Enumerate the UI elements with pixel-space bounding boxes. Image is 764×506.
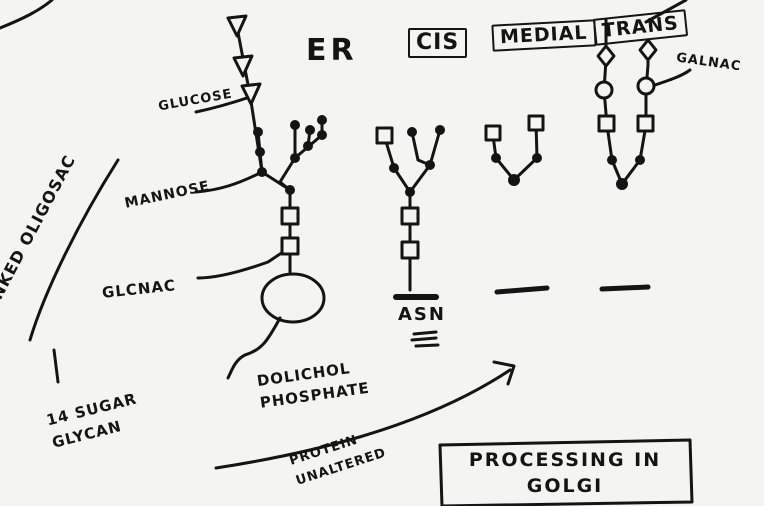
glcnac-pointer xyxy=(196,248,288,280)
glcnac-square-1 xyxy=(280,206,300,226)
processing-box-outline xyxy=(438,438,694,506)
compartment-label-medial: MEDIAL xyxy=(491,19,597,52)
medial-dash xyxy=(494,285,550,295)
galnac-pointer xyxy=(650,68,692,88)
tree4-square-right xyxy=(636,114,655,133)
tree4-top-line xyxy=(644,0,688,24)
tree3-square-right xyxy=(527,114,545,132)
tree4-diamond-right xyxy=(638,38,658,62)
tree2-mid xyxy=(410,130,432,167)
process-arrow xyxy=(214,368,512,470)
glucose-triangle-3 xyxy=(240,82,262,106)
label-asn: ASN xyxy=(398,304,446,325)
mannose-dot xyxy=(317,130,327,140)
mannose-dot xyxy=(285,185,295,195)
mannose-dot xyxy=(389,163,399,173)
mannose-dot xyxy=(303,141,313,151)
mannose-dot xyxy=(255,147,265,157)
compartment-label-er: ER xyxy=(306,33,358,68)
tree2-square-2 xyxy=(400,240,420,260)
mannose-dot xyxy=(425,160,435,170)
dolichol-oval xyxy=(260,272,326,324)
mannose-dot xyxy=(607,155,617,165)
tree4-circle-right xyxy=(636,76,656,96)
glucose-triangle-2 xyxy=(232,54,254,78)
label-processing-in-golgi: PROCESSING IN GOLGI xyxy=(468,449,662,497)
mannose-dot xyxy=(290,120,300,130)
mannose-dot xyxy=(290,153,300,163)
mannose-dot xyxy=(305,125,315,135)
mannose-dot xyxy=(317,115,327,125)
mannose-dot xyxy=(257,167,267,177)
process-arrowhead xyxy=(492,360,516,386)
bracket-tick xyxy=(52,348,60,384)
asn-under1 xyxy=(412,330,438,336)
tree1-mid-branch xyxy=(278,123,297,184)
asn-under3 xyxy=(414,343,440,348)
mannose-dot xyxy=(435,125,445,135)
mannose-dot xyxy=(407,127,417,137)
trans-dash xyxy=(599,284,651,292)
mannose-dot xyxy=(405,187,415,197)
glcnac-square-2 xyxy=(280,236,300,256)
tree4-circle-left xyxy=(594,80,614,100)
asn-under2 xyxy=(410,336,438,342)
bracket-line xyxy=(28,158,120,342)
dolichol-tail xyxy=(226,316,282,380)
mannose-pointer xyxy=(194,170,264,194)
mannose-dot xyxy=(253,127,263,137)
mannose-dot xyxy=(508,174,520,186)
tree4-square-left xyxy=(597,114,616,133)
mannose-dot xyxy=(491,153,501,163)
tree2-square-1 xyxy=(400,206,420,226)
glucose-triangle-1 xyxy=(226,14,248,38)
tree4-diamond-left xyxy=(596,44,616,68)
mannose-dot xyxy=(616,178,628,190)
compartment-label-cis: CIS xyxy=(408,28,468,58)
glucose-pointer xyxy=(194,95,252,114)
mannose-dot xyxy=(532,153,542,163)
corner-arc xyxy=(0,0,54,30)
mannose-dot xyxy=(635,155,645,165)
tree3-square-left xyxy=(484,124,502,142)
tree2-top-square-left xyxy=(375,126,394,145)
